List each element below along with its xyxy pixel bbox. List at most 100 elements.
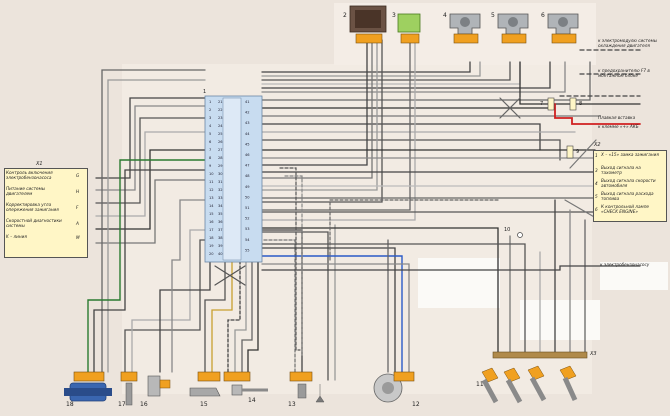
device-2: [349, 5, 387, 44]
x1-row-pin: G: [76, 173, 80, 179]
device-5: [497, 13, 529, 44]
ecu-pin-label: 47: [245, 164, 250, 168]
ecu-pin-label: 10: [209, 172, 214, 176]
ecu-pin-label: 48: [245, 174, 250, 178]
label-4: 4: [443, 12, 447, 19]
x2-row-text: Выход сигнала расхода топлива: [601, 191, 654, 201]
label-15: 15: [200, 401, 208, 408]
ecu-pin-label: 14: [209, 204, 214, 208]
x1-row-pin: H: [76, 189, 80, 195]
ecu-pin-label: 26: [218, 140, 223, 144]
ecu-pin-label: 54: [245, 238, 250, 242]
device-3: [397, 13, 421, 44]
x2-row-pin: 1: [595, 153, 598, 158]
ecu-pin-label: 50: [245, 195, 250, 199]
x2-row-text: К контрольной лампе «CHECK ENGINE»: [601, 204, 650, 214]
label-3: 3: [392, 12, 396, 19]
ecu-pin-label: 21: [218, 100, 223, 104]
ecu-pin-label: 4: [209, 124, 212, 128]
ecu-pin-label: 39: [218, 244, 223, 248]
ecu-pin-label: 6: [209, 140, 212, 144]
injectors-11: [481, 365, 578, 404]
panel-white-1: [418, 258, 500, 308]
ecu-block: [204, 95, 263, 263]
label-5: 5: [491, 12, 495, 19]
label-14: 14: [248, 397, 256, 404]
label-6: 6: [541, 12, 545, 19]
ecu-pin-label: 15: [209, 212, 214, 216]
x1-row-text: Питание системы двигателем: [6, 186, 46, 196]
ecu-pin-label: 43: [245, 121, 250, 125]
x2-connector: [593, 150, 667, 222]
ecu-pin-label: 36: [218, 220, 223, 224]
ecu-pin-label: 34: [218, 204, 223, 208]
note-fusible-link: Плавкая вставка: [598, 115, 636, 120]
x2-row-text: Выход сигнала скорости автомобиля: [601, 178, 656, 188]
ecu-pin-label: 41: [245, 100, 250, 104]
ecu-pin-label: 46: [245, 153, 250, 157]
label-16: 16: [140, 401, 148, 408]
label-17: 17: [118, 401, 126, 408]
x1-row-text: Корректировка угла опережения зажигания: [6, 202, 59, 212]
ecu-pin-label: 11: [209, 180, 214, 184]
ecu-pin-label: 40: [218, 252, 223, 256]
label-10: 10: [504, 227, 511, 233]
label-8: 8: [579, 101, 583, 107]
ecu-pin-label: 25: [218, 132, 223, 136]
label-7: 7: [540, 101, 544, 107]
device-6: [547, 13, 579, 44]
ecu-pin-label: 51: [245, 206, 250, 210]
ecu-pin-label: 33: [218, 196, 223, 200]
ecu-pin-label: 45: [245, 142, 250, 146]
ecu-pin-label: 12: [209, 188, 214, 192]
x2-row-text: Х – «15» замка зажигания: [601, 152, 659, 158]
ecu-left-pin-labels: 1234567891011121314151617181920212223242…: [209, 100, 223, 256]
ecu-pin-label: 17: [209, 228, 214, 232]
fuse-9: [566, 145, 574, 159]
ecu-pin-label: 16: [209, 220, 214, 224]
label-13: 13: [288, 401, 296, 408]
ecu-pin-label: 1: [209, 100, 211, 104]
ecu-pin-label: 18: [209, 236, 214, 240]
x2-row-text: Выход сигнала на тахометр: [601, 165, 641, 175]
ecu-pin-label: 5: [209, 132, 211, 136]
ecu-pin-label: 30: [218, 172, 223, 176]
ecu-pin-label: 38: [218, 236, 223, 240]
sensor-14: [223, 371, 268, 396]
fuse-8: [569, 97, 577, 111]
ecu-pin-label: 7: [209, 148, 211, 152]
ecu-pin-label: 35: [218, 212, 223, 216]
ecu-pin-label: 27: [218, 148, 223, 152]
note-fuel-pump: к электробензонасосу: [600, 262, 650, 267]
label-18: 18: [66, 401, 74, 408]
ecu-pin-label: 2: [209, 108, 211, 112]
label-11: 11: [476, 381, 484, 388]
ecu-pin-label: 24: [218, 124, 223, 128]
sensor-18: [64, 371, 112, 402]
x1-row-text: Контроль включения электробензонасоса: [6, 170, 53, 180]
ecu-pin-label: 53: [245, 227, 250, 231]
sensor-12: [373, 371, 415, 403]
panel-white-2: [600, 262, 668, 290]
ecu-pin-label: 52: [245, 217, 250, 221]
fuse-7: [547, 97, 555, 111]
note-fuse-f7: к предохранителю F7 в монтажном блоке: [598, 68, 650, 79]
sensor-15: [189, 371, 221, 397]
x1-row-pin: M: [76, 235, 80, 240]
sensor-16: [147, 375, 171, 397]
x2-row-pin: 5: [595, 194, 598, 200]
label-ecu: 1: [203, 89, 207, 95]
ecu-pin-label: 31: [218, 180, 223, 184]
x1-connector: [4, 168, 88, 258]
x3-connector: [492, 351, 588, 359]
ecu-pin-label: 23: [218, 116, 223, 120]
x3-title: X3: [590, 351, 597, 357]
panel-white-3: [520, 300, 600, 340]
wire-bundle: [87, 39, 641, 381]
note-battery: к клемме «+» АКБ: [598, 124, 639, 129]
